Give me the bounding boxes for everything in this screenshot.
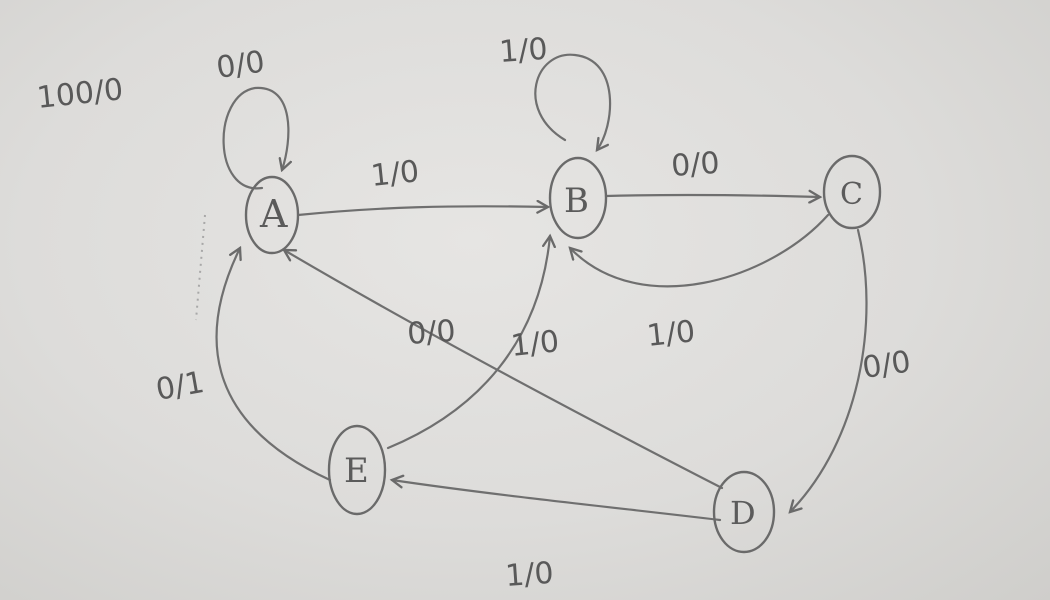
state-B: B [548, 156, 608, 240]
label-C-D: 0/0 [860, 345, 913, 386]
state-A: A [244, 175, 300, 255]
edge-C-D [790, 228, 868, 512]
state-C-label: C [840, 177, 863, 212]
label-C-B: 1/0 [645, 314, 697, 354]
state-D: D [712, 470, 776, 554]
edge-B-B [534, 53, 612, 150]
state-C: C [822, 154, 882, 230]
label-D-E: 1/0 [504, 556, 555, 594]
diagram-title: 100/0 [35, 72, 125, 116]
edge-E-B [386, 236, 550, 450]
state-E: E [327, 424, 387, 516]
label-A-B: 1/0 [369, 154, 421, 194]
edge-E-A [215, 248, 332, 482]
state-D-label: D [730, 494, 756, 532]
edge-C-B [570, 213, 830, 288]
smudge-mark [195, 214, 206, 321]
edge-A-B [296, 206, 548, 217]
label-A-A: 0/0 [214, 45, 267, 86]
state-A-label: A [259, 192, 288, 236]
label-B-C: 0/0 [670, 146, 721, 184]
label-E-B: 1/0 [509, 324, 561, 364]
label-D-A: 0/0 [406, 314, 457, 352]
edge-A-A [222, 86, 289, 190]
label-E-A: 0/1 [153, 365, 207, 408]
state-B-label: B [564, 181, 589, 221]
edge-B-C [604, 195, 820, 197]
edge-D-E [392, 480, 722, 522]
label-B-B: 1/0 [498, 32, 549, 70]
state-E-label: E [344, 451, 369, 491]
